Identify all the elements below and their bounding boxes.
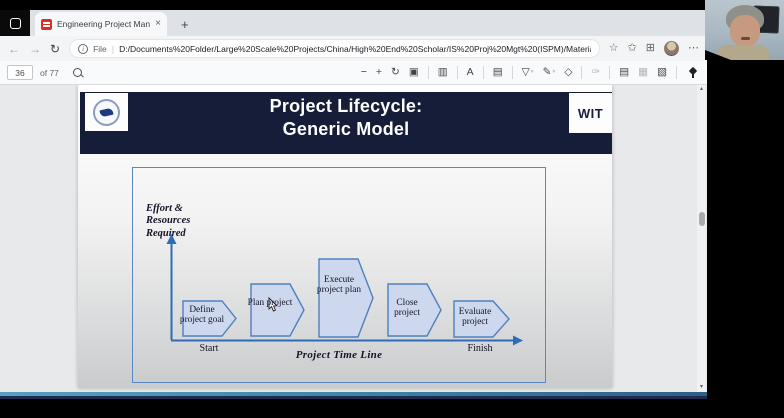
rotate-icon[interactable]: ↻ [391, 66, 400, 79]
pdf-toolbar-actions: − + ↻ ▣ ▥ A ▤ ▽˅ ✎˅ ◇ ✑ ▤ ▦ ▧ [361, 66, 700, 79]
webcam-corner-cut [705, 50, 731, 60]
stage-plan-project: Plan project [247, 298, 293, 308]
toolbar-divider [676, 66, 677, 79]
pin-toolbar-icon[interactable] [688, 68, 698, 78]
stage-execute-project-plan: Execute project plan [316, 275, 362, 296]
toolbar-divider [609, 66, 611, 79]
page-number-input[interactable]: 36 [7, 65, 33, 80]
search-icon[interactable] [72, 68, 82, 77]
contents-icon[interactable]: ▤ [492, 66, 503, 79]
toolbar-divider [581, 66, 583, 79]
favorites-icon[interactable]: ☆ [608, 42, 619, 54]
toolbar-divider [456, 66, 458, 79]
pdf-toolbar: 36 of 77 − + ↻ ▣ ▥ A ▤ ▽˅ ✎˅ ◇ ✑ [0, 61, 707, 85]
add-text-icon[interactable]: ✑ [591, 66, 601, 79]
window-icon [9, 17, 21, 29]
zoom-out-icon[interactable]: − [360, 66, 367, 79]
diagram-graphics [166, 234, 523, 346]
stage-evaluate-project: Evaluate project [458, 307, 492, 328]
mouse-cursor-icon [268, 296, 278, 312]
pdf-viewer: Project Lifecycle: Generic Model WIT [0, 85, 707, 392]
toolbar-divider [511, 66, 513, 79]
webcam-overlay [705, 0, 784, 60]
url-divider: | [111, 43, 115, 54]
new-tab-button[interactable]: + [181, 17, 189, 32]
print-icon[interactable]: ▤ [619, 66, 630, 79]
zoom-in-icon[interactable]: + [375, 66, 383, 79]
stage-define-project-goal: Define project goal [179, 305, 225, 326]
url-text: D:/Documents%20Folder/Large%20Scale%20Pr… [119, 43, 591, 54]
save-icon[interactable]: ▦ [638, 66, 649, 79]
finish-label: Finish [467, 343, 493, 354]
browser-window: Engineering Project Managemen × + ← → ↻ … [0, 10, 707, 392]
settings-menu-icon[interactable]: ⋯ [688, 42, 699, 54]
back-icon[interactable]: ← [8, 41, 20, 56]
page-info-icon[interactable]: i [78, 43, 89, 54]
stage-close-project: Close project [394, 298, 420, 319]
draw-icon[interactable]: ▽˅ [521, 66, 534, 79]
lifecycle-diagram: Effort & Resources Required Define proje… [132, 167, 546, 383]
browser-essentials-icon[interactable]: ⊞ [645, 42, 655, 54]
chevron-down-icon[interactable]: ˅ [552, 68, 556, 75]
tab-title: Engineering Project Managemen [57, 19, 151, 29]
scrollbar[interactable]: ▴ ▾ [697, 85, 706, 392]
presenter-face [730, 15, 760, 46]
save-as-icon[interactable]: ▧ [657, 66, 667, 79]
address-bar: ← → ↻ i File | D:/Documents%20Folder/Lar… [0, 36, 707, 61]
start-label: Start [199, 343, 219, 354]
presenter-mouth [741, 37, 750, 40]
collections-icon[interactable]: ✩ [627, 42, 637, 54]
university-seal-icon [93, 98, 120, 126]
x-axis-label: Project Time Line [295, 349, 383, 361]
y-axis-label: Effort & Resources Required [146, 203, 191, 239]
tab-actions-button[interactable] [0, 10, 30, 36]
slide-page: Project Lifecycle: Generic Model WIT [78, 85, 612, 388]
tab-close-icon[interactable]: × [155, 18, 161, 29]
bottom-edge-shadow [0, 396, 707, 399]
erase-icon[interactable]: ◇ [564, 66, 573, 79]
highlight-icon[interactable]: ✎˅ [542, 66, 556, 79]
toolbar-divider [427, 66, 429, 79]
refresh-icon[interactable]: ↻ [50, 41, 61, 56]
file-scheme-label: File [93, 43, 107, 54]
page-view-icon[interactable]: ▥ [437, 66, 448, 79]
slide-title-line1: Project Lifecycle: [269, 96, 423, 116]
tab-strip: Engineering Project Managemen × + [0, 10, 707, 36]
read-aloud-icon[interactable]: A [466, 66, 474, 79]
chevron-down-icon[interactable]: ˅ [530, 68, 534, 75]
pdf-favicon-icon [41, 18, 52, 30]
url-input[interactable]: i File | D:/Documents%20Folder/Large%20S… [69, 39, 600, 58]
fit-to-width-icon[interactable]: ▣ [408, 66, 419, 79]
slide-title: Project Lifecycle: Generic Model [140, 95, 552, 142]
scrollbar-thumb[interactable] [698, 212, 705, 226]
university-logo [85, 93, 128, 131]
profile-avatar[interactable] [664, 41, 679, 56]
wit-logo: WIT [569, 93, 612, 133]
forward-icon[interactable]: → [29, 41, 41, 56]
page-count-label: of 77 [40, 67, 59, 78]
scroll-down-icon[interactable]: ▾ [699, 384, 703, 390]
toolbar-divider [482, 66, 484, 79]
tab-engineering-project-management[interactable]: Engineering Project Managemen × [35, 12, 167, 36]
slide-title-line2: Generic Model [282, 119, 410, 140]
scroll-up-icon[interactable]: ▴ [699, 86, 703, 92]
slide-title-band: Project Lifecycle: Generic Model WIT [80, 92, 612, 154]
bottom-edge-strip [0, 392, 707, 396]
